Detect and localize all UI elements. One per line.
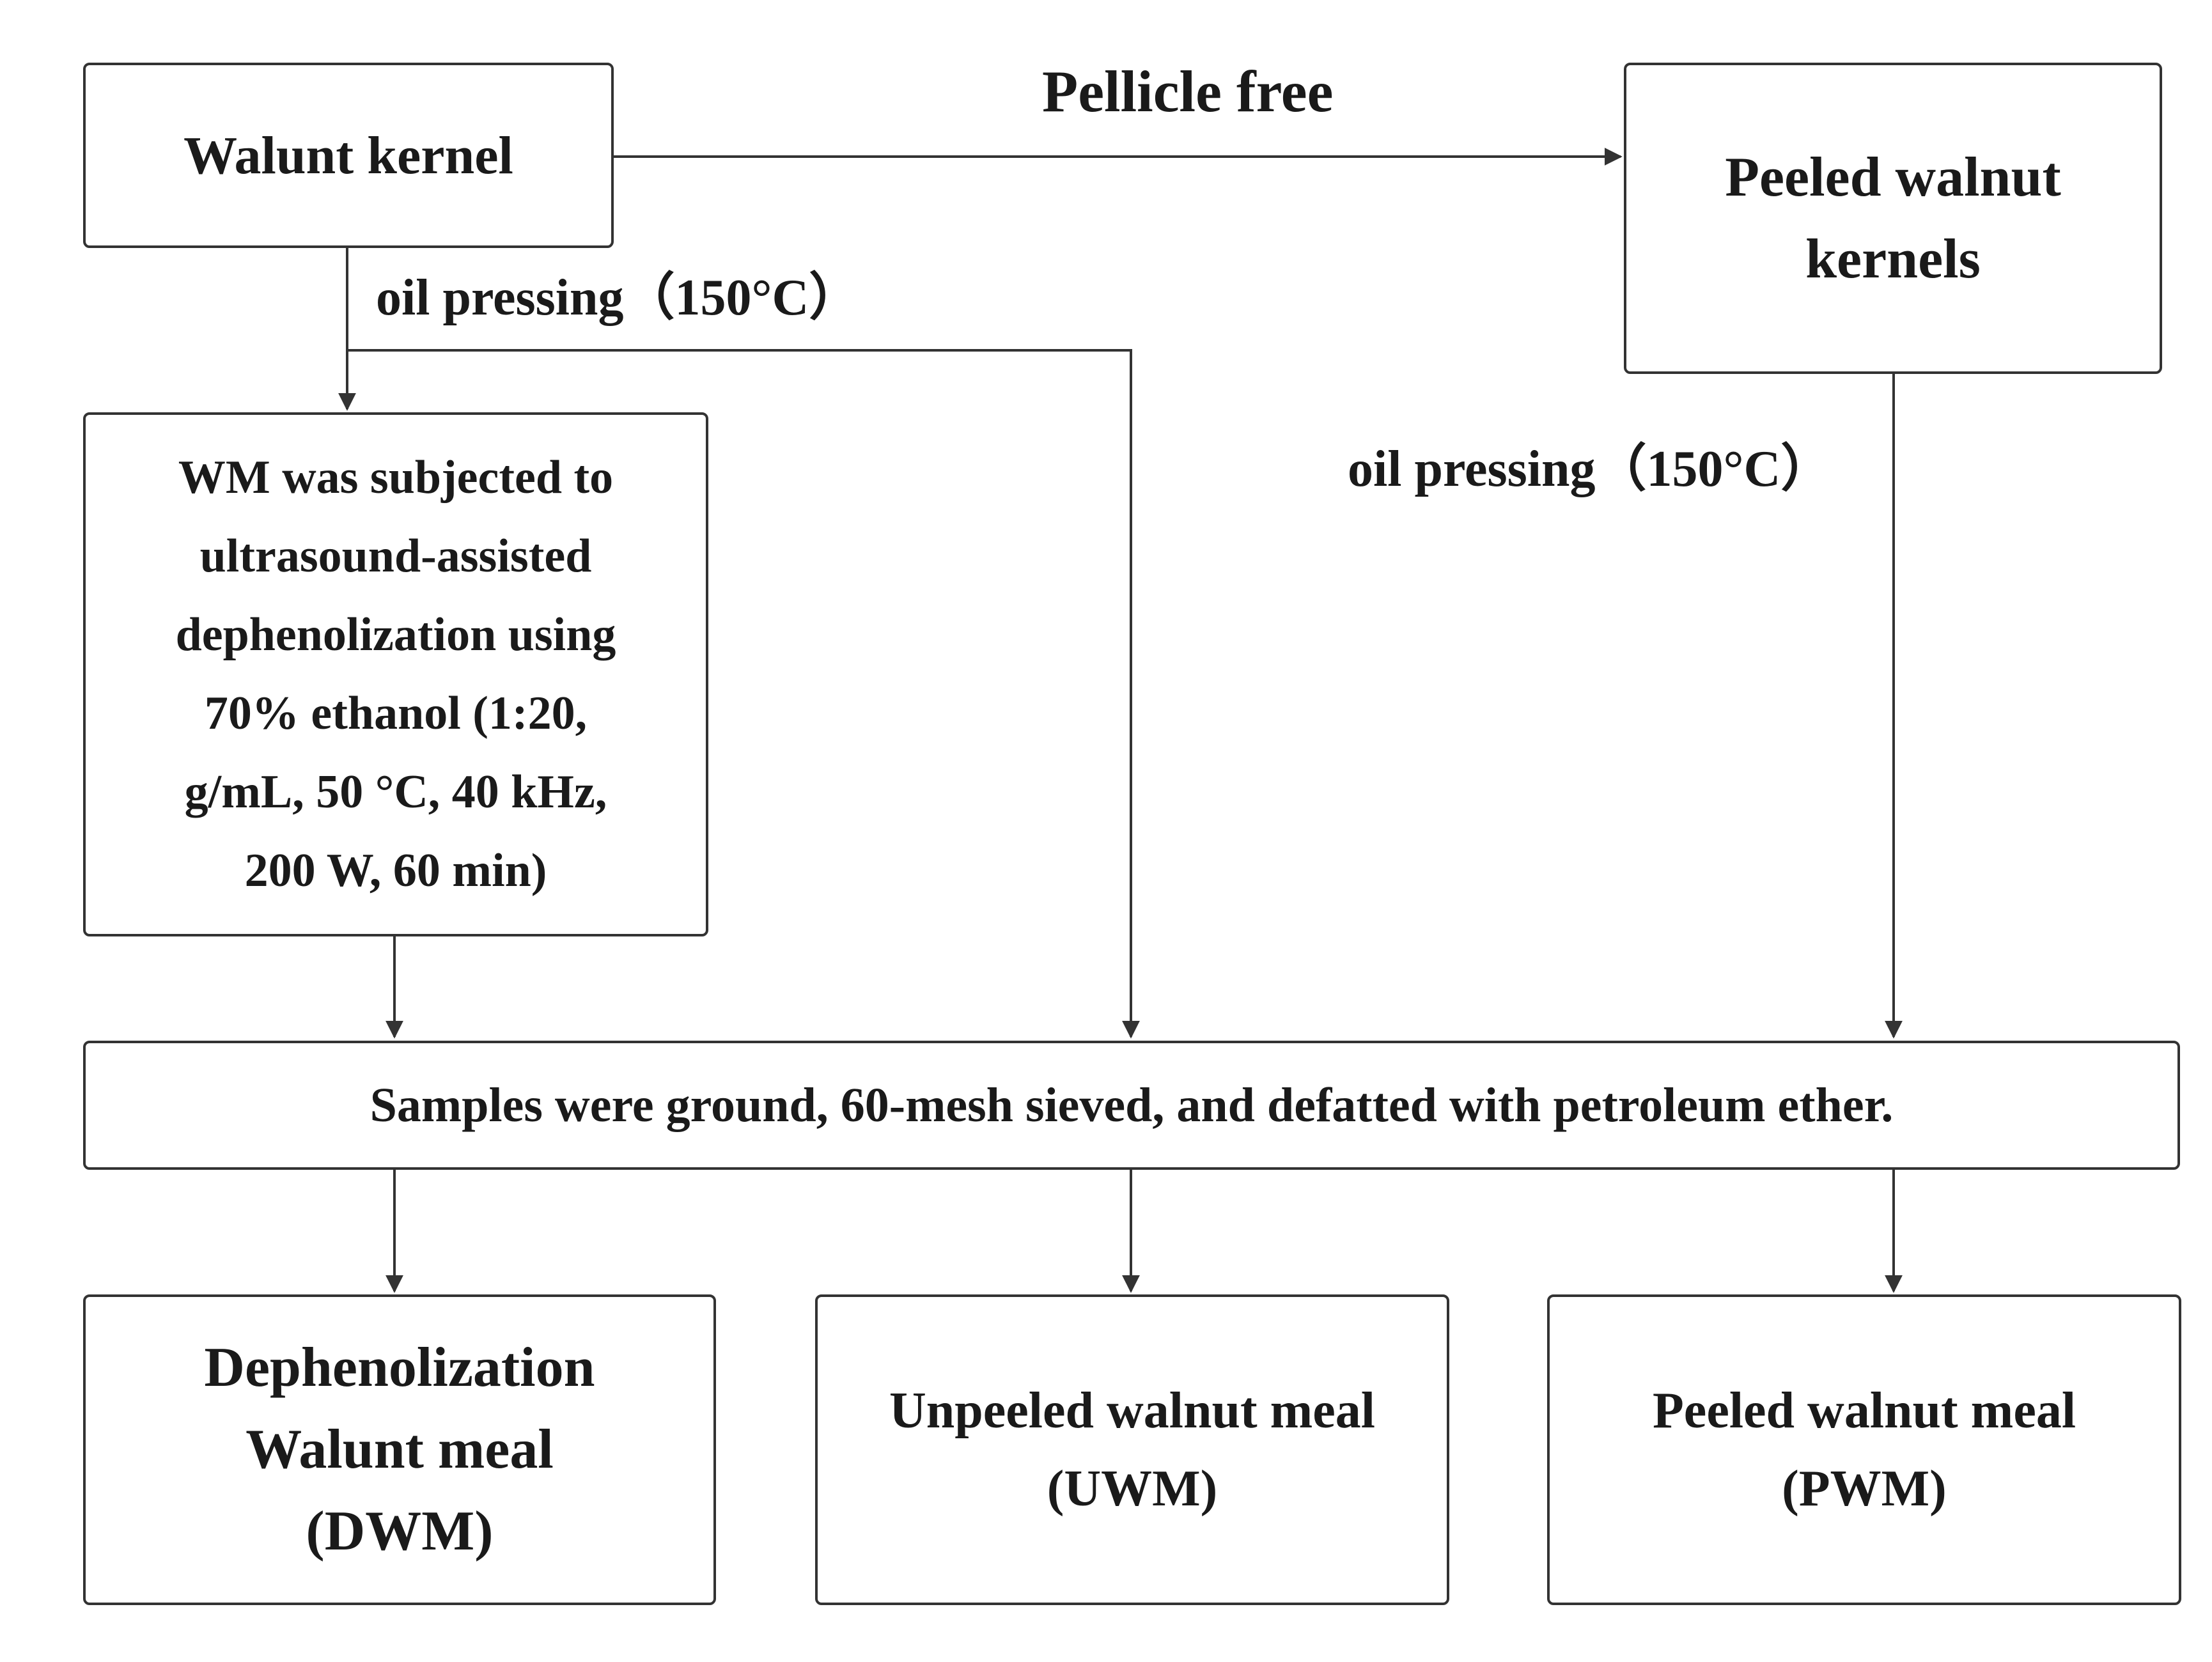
process-line: ultrasound-assisted: [199, 530, 592, 582]
label-oil-pressing-right: oil pressing（150°C）: [1348, 441, 1832, 497]
process-line: 200 W, 60 min): [244, 844, 547, 897]
process-line: g/mL, 50 °C, 40 kHz,: [184, 766, 607, 818]
node-dwm-line: (DWM): [306, 1500, 494, 1562]
node-uwm: Unpeeled walnut meal (UWM): [815, 1294, 1449, 1605]
node-grinding-step: Samples were ground, 60-mesh sieved, and…: [83, 1041, 2180, 1170]
node-dwm-line: Walunt meal: [245, 1418, 554, 1480]
node-grinding-step-label: Samples were ground, 60-mesh sieved, and…: [370, 1078, 1894, 1132]
node-walnut-kernel-label: Walunt kernel: [183, 125, 513, 185]
label-pellicle-free: Pellicle free: [1042, 59, 1334, 124]
node-dwm: Dephenolization Walunt meal (DWM): [83, 1294, 716, 1605]
node-walnut-kernel: Walunt kernel: [83, 63, 614, 248]
node-pwm: Peeled walnut meal (PWM): [1547, 1294, 2181, 1605]
node-peeled-kernels: Peeled walnut kernels: [1624, 63, 2162, 374]
label-oil-pressing-left: oil pressing（150°C）: [376, 270, 861, 326]
node-dephenolization-step: WM was subjected to ultrasound-assisted …: [83, 412, 708, 936]
process-line: dephenolization using: [175, 609, 616, 661]
node-pwm-line: Peeled walnut meal: [1652, 1383, 2076, 1439]
node-dwm-line: Dephenolization: [204, 1337, 595, 1399]
node-uwm-line: Unpeeled walnut meal: [889, 1383, 1375, 1439]
node-pwm-line: (PWM): [1782, 1461, 1947, 1517]
process-line: WM was subjected to: [178, 451, 614, 504]
edge-kernel-to-grinding: [347, 349, 1140, 1039]
process-line: 70% ethanol (1:20,: [204, 687, 588, 740]
node-uwm-line: (UWM): [1047, 1461, 1218, 1517]
node-peeled-kernels-line: Peeled walnut: [1725, 146, 2061, 208]
node-peeled-kernels-line: kernels: [1805, 228, 1981, 290]
